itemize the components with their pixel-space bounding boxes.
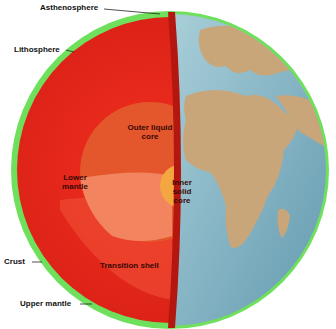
- outer-core-plane: [80, 172, 172, 241]
- shell-label: Transition shell: [100, 262, 159, 271]
- cut-edge: [168, 12, 181, 328]
- layer-label: Asthenosphere: [40, 4, 98, 13]
- earth-surface: [174, 0, 336, 329]
- layer-label: Crust: [4, 258, 25, 267]
- core-label: Outer liquid core: [122, 124, 178, 142]
- layer-label: Lithosphere: [14, 46, 60, 55]
- mantle-label: Lower mantle: [56, 174, 94, 192]
- core-label: Inner solid core: [167, 179, 197, 205]
- layer-label: Upper mantle: [20, 300, 71, 309]
